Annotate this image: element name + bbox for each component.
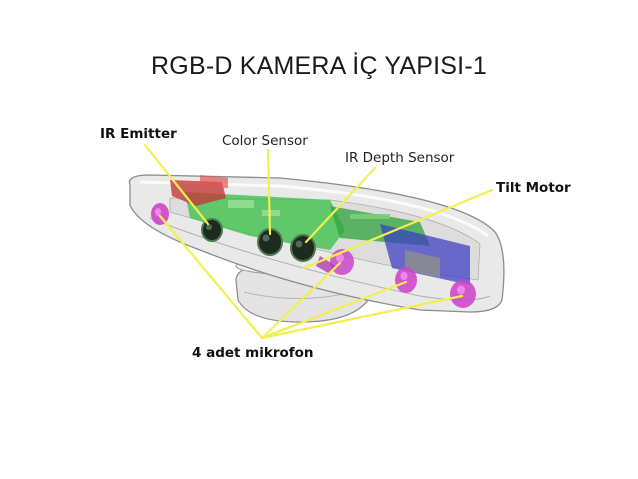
slide-title: RGB-D KAMERA İÇ YAPISI-1 bbox=[151, 52, 487, 80]
label-color-sensor: Color Sensor bbox=[222, 133, 308, 149]
microphone-3 bbox=[395, 267, 417, 293]
label-tilt-motor: Tilt Motor bbox=[496, 180, 571, 196]
microphone-1 bbox=[151, 203, 169, 225]
lens-ir-emitter bbox=[201, 218, 223, 242]
leader-line-mic-3 bbox=[260, 280, 408, 340]
leader-line-ir-emitter bbox=[143, 143, 210, 226]
leader-line-mic-1 bbox=[158, 214, 264, 340]
leader-line-mic-2 bbox=[260, 261, 342, 340]
leader-line-color-sensor bbox=[266, 148, 272, 236]
ir-emitter-part bbox=[170, 175, 228, 206]
label-microphones: 4 adet mikrofon bbox=[192, 345, 314, 361]
label-ir-depth-sensor: IR Depth Sensor bbox=[345, 150, 455, 166]
leader-line-tilt-motor bbox=[302, 188, 494, 270]
lens-ir-depth-sensor bbox=[290, 234, 316, 262]
leader-line-mic-4 bbox=[260, 294, 464, 340]
microphone-4 bbox=[450, 280, 476, 308]
label-ir-emitter: IR Emitter bbox=[100, 126, 177, 142]
leader-line-ir-depth-sensor bbox=[304, 166, 377, 244]
